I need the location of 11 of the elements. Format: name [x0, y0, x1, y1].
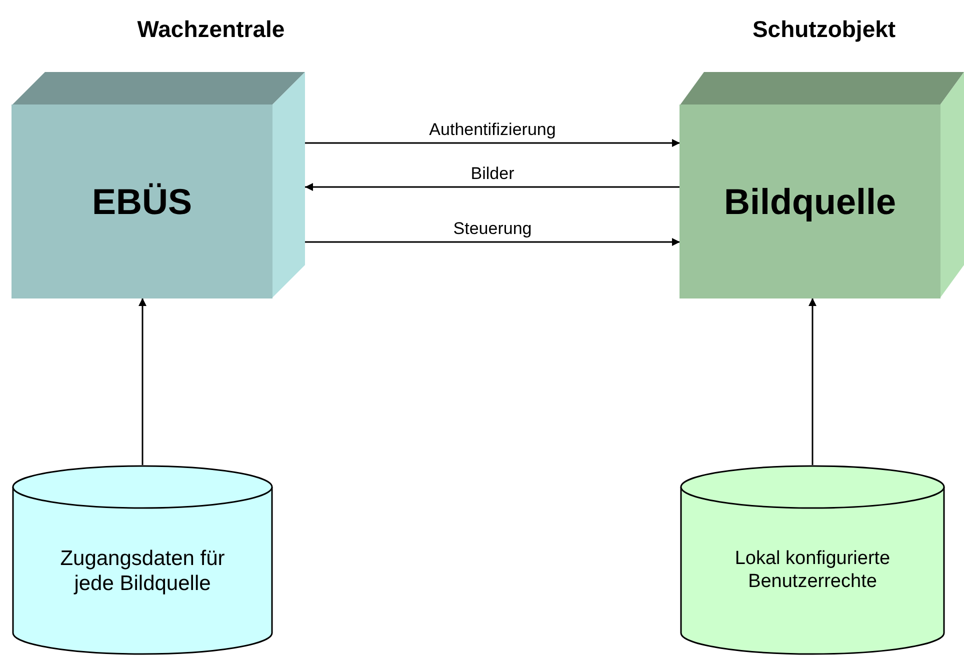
column-heading: Wachzentrale	[137, 16, 285, 43]
column-heading: Schutzobjekt	[752, 16, 896, 43]
node-label: EBÜS	[92, 180, 192, 224]
node-label: Lokal konfigurierte Benutzerrechte	[734, 548, 892, 594]
arrow	[305, 183, 680, 191]
arrow	[808, 298, 816, 465]
arrow	[305, 139, 680, 147]
node-label: Zugangsdaten für jede Bildquelle	[59, 546, 226, 596]
node-label: Bildquelle	[724, 180, 896, 224]
arrow	[138, 298, 146, 465]
arrow	[305, 238, 680, 246]
